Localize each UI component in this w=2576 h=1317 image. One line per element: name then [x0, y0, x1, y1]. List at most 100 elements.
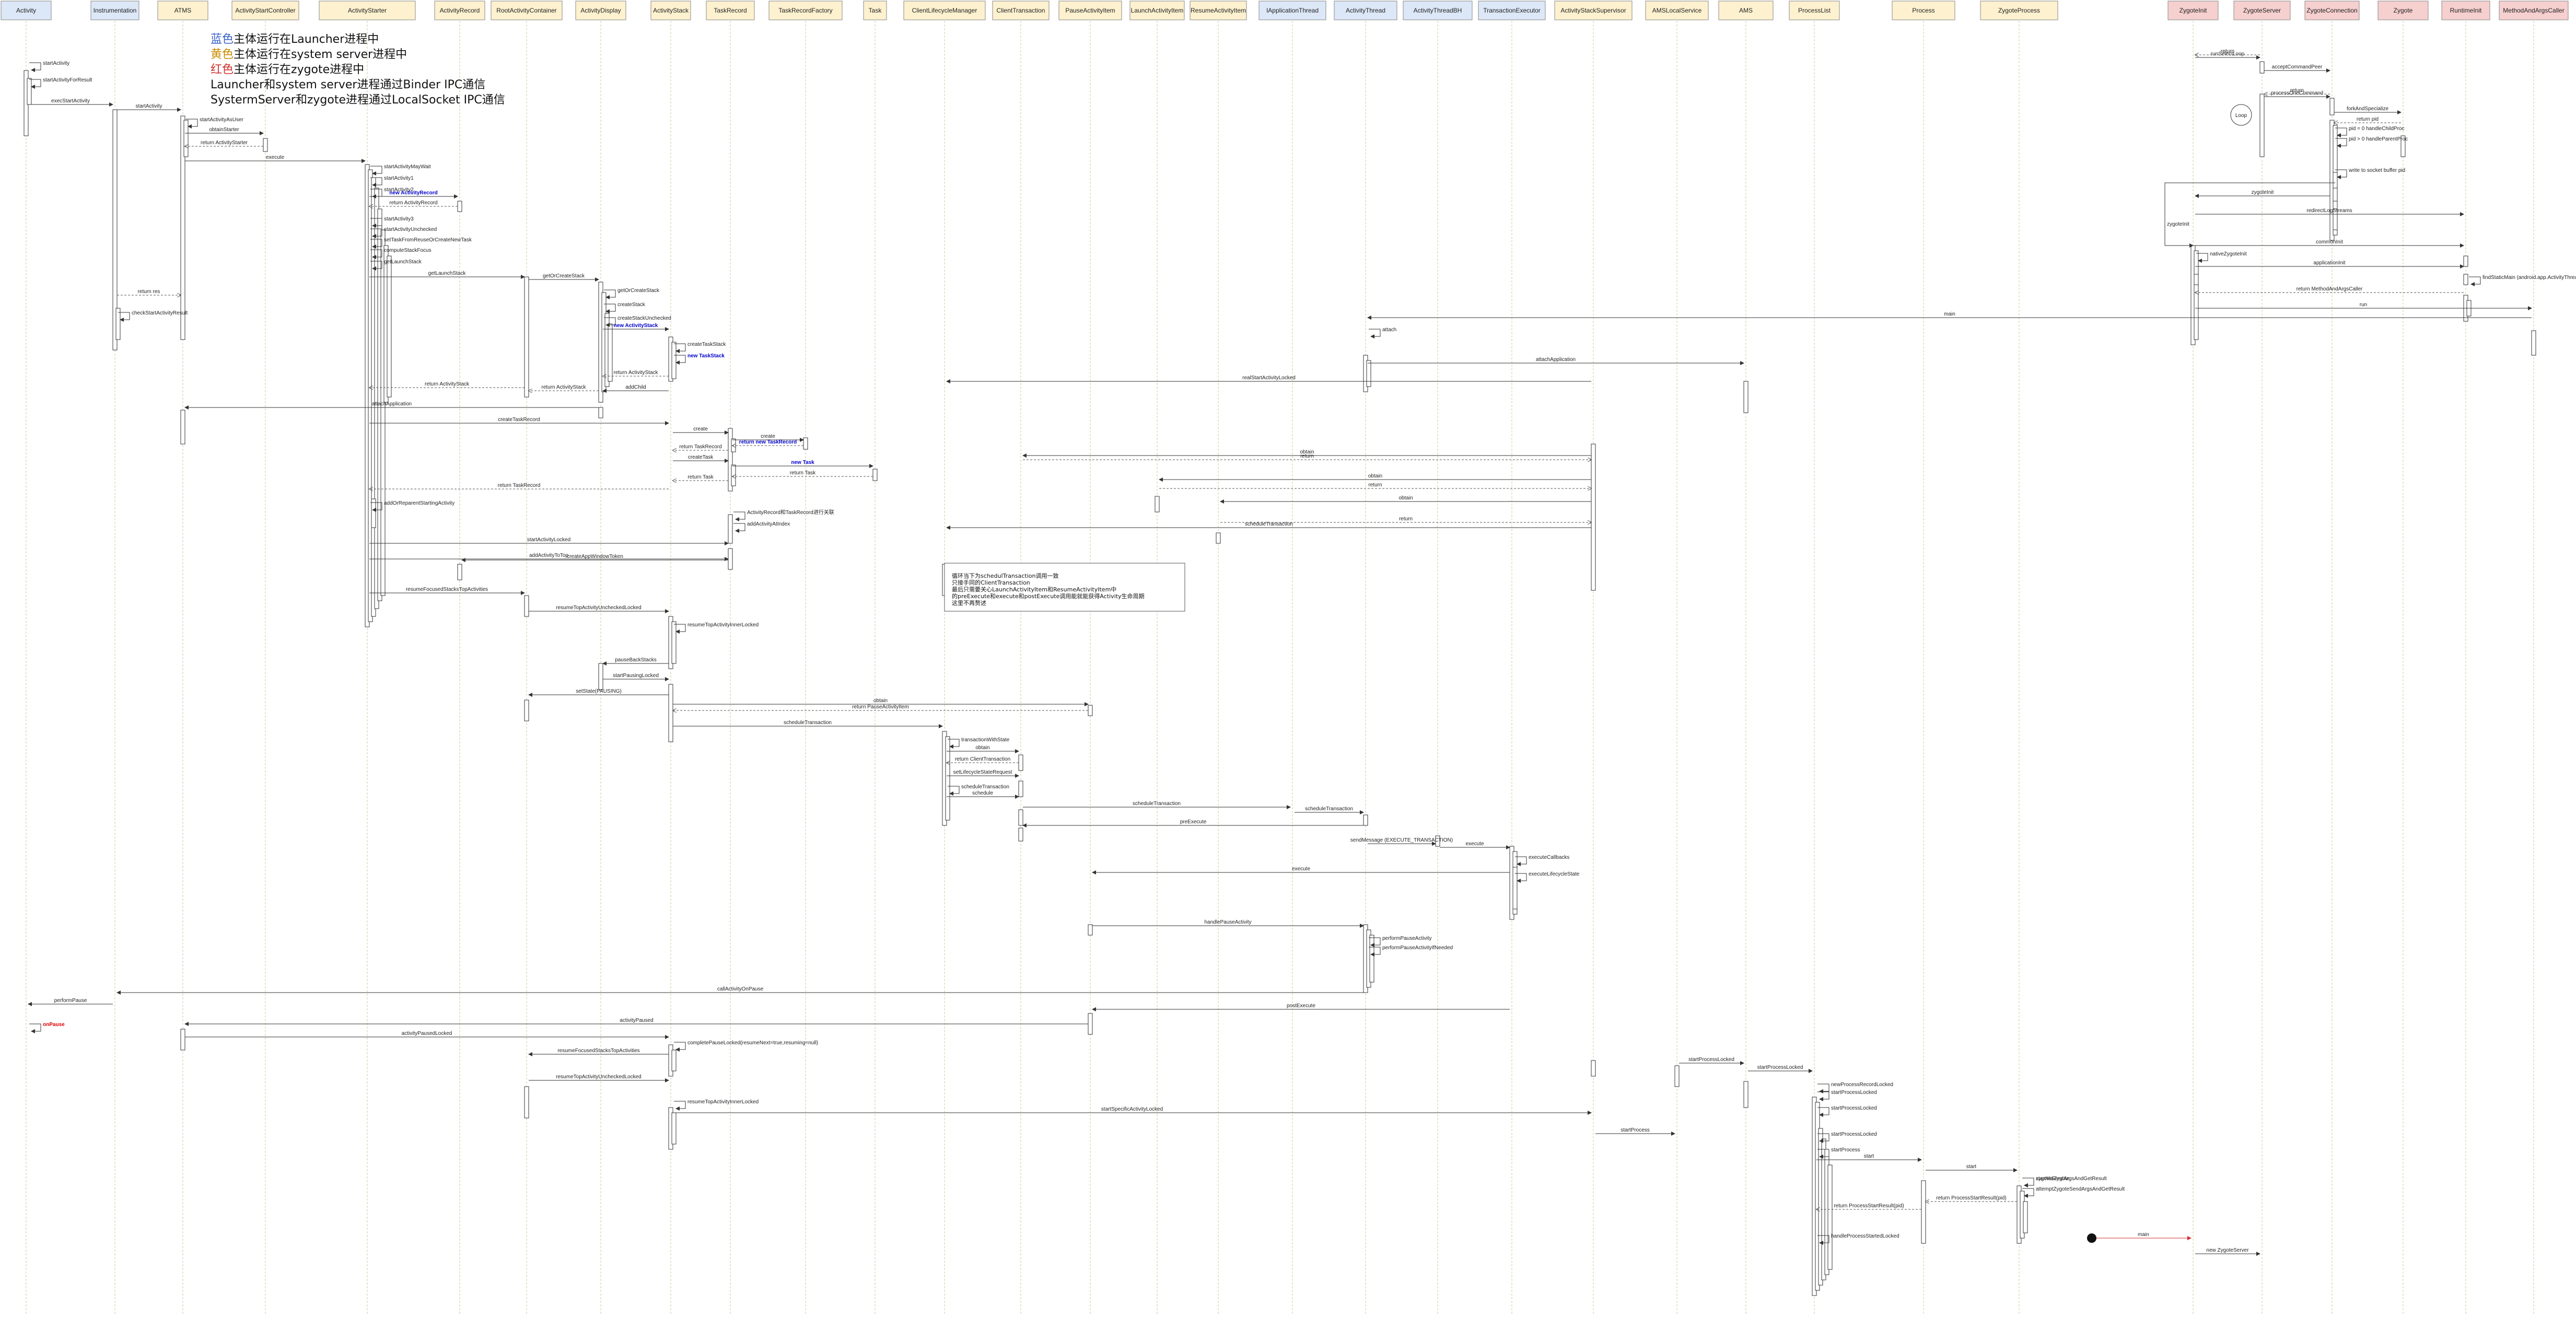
activation-bar: [1363, 814, 1368, 826]
message-return-task: return Task: [732, 470, 873, 476]
message-handleprocessstartedlocked: handleProcessStartedLocked: [1817, 1233, 1899, 1245]
activation-bar: [524, 595, 529, 617]
message-label: resumeTopActivityInnerLocked: [687, 1099, 759, 1105]
lane-process: Process: [1892, 1, 1955, 1314]
activation-bar: [1743, 381, 1749, 413]
arrow: [1817, 1133, 1829, 1143]
message-label: return ActivityStarter: [201, 140, 248, 146]
activation-bar: [2400, 135, 2406, 157]
lane-activityrecord: ActivityRecord: [434, 1, 485, 1314]
lane-header: [2499, 1, 2569, 20]
message-label: setTaskFromReuseOrCreateNewTask: [384, 237, 472, 243]
lane-label: PauseActivityItem: [1065, 7, 1115, 14]
arrow: [948, 786, 960, 796]
legend-line: 红色主体运行在zygote进程中: [211, 63, 364, 76]
lane-header: [1718, 1, 1774, 20]
message-label: create: [761, 434, 775, 439]
lane-header: [1892, 1, 1955, 20]
activation-bar: [1591, 1060, 1596, 1077]
lane-header: [1980, 1, 2058, 20]
activation-bar: [2194, 250, 2199, 340]
lane-zygoteinit: ZygoteInit: [2167, 1, 2219, 1314]
note-line: 的preExecute和execute和postExecute调用能就能获得Ac…: [952, 592, 1145, 600]
message-label: obtain: [1300, 449, 1314, 455]
message-startspecificactivitylocked: startSpecificActivityLocked: [673, 1106, 1592, 1115]
message-label: new Task: [791, 460, 814, 465]
message-runselectloop: runSelectLoop: [2195, 51, 2260, 60]
lane-label: ProcessList: [1798, 7, 1831, 14]
message-return-new-taskrecord: return new TaskRecord: [732, 439, 803, 446]
message-label: zygoteInit: [2252, 190, 2274, 195]
message-label: execute: [266, 155, 284, 160]
message-label: start: [1864, 1153, 1874, 1159]
message-createtaskstack: createTaskStack: [674, 342, 726, 353]
lane-label: IApplicationThread: [1266, 7, 1319, 14]
lane-ams: AMS: [1718, 1, 1774, 1314]
message-startpausinglocked: startPausingLocked: [603, 673, 669, 681]
message-execute: execute: [1440, 841, 1510, 849]
lane-header: [575, 1, 626, 20]
message-label: new ActivityRecord: [389, 190, 437, 196]
arrow: [948, 739, 960, 749]
lane-zygoteserver: ZygoteServer: [2233, 1, 2291, 1314]
activation-bar: [1369, 935, 1374, 983]
message-label: create: [693, 426, 708, 432]
arrow: [674, 343, 686, 353]
activation-bar: [1512, 867, 1518, 910]
message-performpauseactivityifneeded: performPauseActivityIfNeeded: [1369, 945, 1453, 957]
lane-zygoteconnection: ZygoteConnection: [2304, 1, 2360, 1314]
message-label: transactionWithState: [961, 737, 1010, 743]
zygote-init-path: [2164, 182, 2335, 248]
message-label: resumeFocusedStacksTopActivities: [557, 1048, 639, 1054]
arrow: [370, 166, 382, 176]
message-label: addOrReparentStartingActivity: [384, 500, 454, 506]
message-label: newProcessRecordLocked: [1831, 1082, 1893, 1088]
lane-rootactivitycontainer: RootActivityContainer: [491, 1, 563, 1314]
message-new-activitystack: new ActivityStack: [603, 323, 669, 331]
lane-clienttransaction: ClientTransaction: [992, 1, 1050, 1314]
message-label: addActivityAtIndex: [747, 521, 790, 527]
message-scheduletransaction: scheduleTransaction: [948, 784, 1009, 796]
message-label: performPauseActivity: [1382, 936, 1431, 941]
zygote-init-label: zygoteInit: [2167, 222, 2189, 227]
message-label: activityPaused: [620, 1018, 653, 1023]
lane-label: ZygoteInit: [2179, 7, 2207, 14]
lane-pauseactivityitem: PauseActivityItem: [1058, 1, 1122, 1314]
arrow: [674, 1042, 686, 1052]
message-label: scheduleTransaction: [1305, 806, 1353, 812]
message-return-activitystack: return ActivityStack: [603, 370, 669, 376]
legend-text: SystermServer和zygote进程通过LocalSocket IPC通…: [211, 94, 505, 107]
message-return: return: [1159, 482, 1591, 488]
message-label: resumeTopActivityUncheckedLocked: [556, 605, 641, 611]
message-applicationinit: applicationInit: [2195, 260, 2464, 269]
message-obtain: obtain: [1022, 449, 1591, 458]
arrow: [674, 1101, 686, 1111]
lane-taskrecordfactory: TaskRecordFactory: [768, 1, 843, 1314]
activation-bar: [668, 684, 673, 742]
message-label: startActivity: [135, 103, 162, 109]
lane-header: [992, 1, 1050, 20]
activation-bar: [1018, 809, 1023, 826]
lane-header: [2304, 1, 2360, 20]
message-label: createStack: [617, 302, 646, 308]
message-label: postExecute: [1287, 1003, 1315, 1009]
lane-header: [1129, 1, 1185, 20]
message-label: startActivity3: [384, 216, 414, 222]
lane-header: [2377, 1, 2429, 20]
legend-line: 蓝色主体运行在Launcher进程中: [211, 33, 379, 46]
message-label: return ClientTransaction: [955, 756, 1010, 762]
message-label: runSelectLoop: [2211, 51, 2245, 57]
arrow: [733, 523, 745, 533]
activation-bar: [1743, 1081, 1749, 1108]
message-label: startActivityLocked: [527, 537, 570, 543]
lane-header: [1554, 1, 1633, 20]
arrow: [370, 177, 382, 187]
message-resumetopactivityinnerlocked: resumeTopActivityInnerLocked: [674, 1099, 759, 1111]
message-label: zygoteSendArgsAndGetResult: [2036, 1176, 2107, 1182]
arrow: [1515, 873, 1527, 883]
message-label: startProcess: [1621, 1127, 1650, 1133]
message-attachapplication: attachApplication: [184, 401, 599, 410]
message-obtain: obtain: [673, 698, 1089, 706]
